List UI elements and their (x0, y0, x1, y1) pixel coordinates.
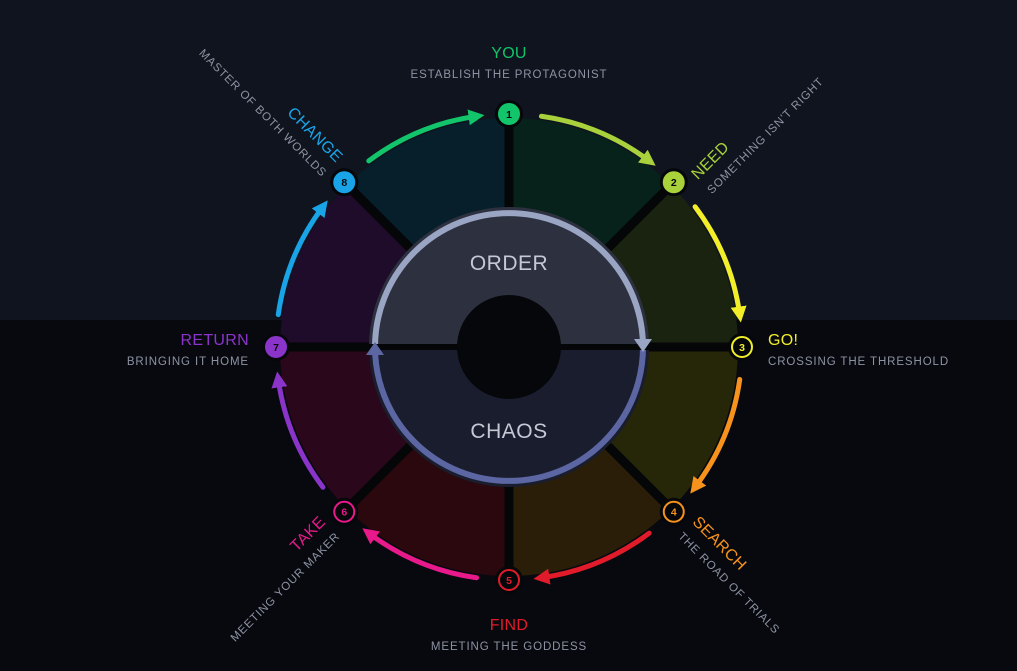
node-circle (333, 171, 356, 194)
step-node-5: 5 (495, 566, 523, 594)
node-number: 6 (341, 507, 347, 519)
node-circle (498, 103, 520, 125)
step-node-2: 2 (659, 168, 688, 197)
step-subtitle: BRINGING IT HOME (127, 356, 249, 368)
arrow-8-to-1 (366, 109, 485, 164)
node-number: 4 (671, 507, 677, 519)
order-ring-arrow-icon (634, 339, 652, 352)
chaos-ring-arrow-icon (366, 342, 384, 355)
node-circle (662, 171, 685, 194)
step-label-7: RETURN BRINGING IT HOME (127, 332, 249, 368)
step-node-8: 8 (330, 168, 359, 197)
node-circle (265, 336, 287, 358)
node-number: 1 (506, 109, 512, 121)
step-subtitle: MEETING YOUR MAKER (229, 531, 343, 645)
arrow-5-to-6 (362, 528, 480, 581)
arrow-6-to-7 (271, 371, 326, 490)
node-number: 3 (739, 342, 745, 354)
arrow-3-to-4 (690, 376, 743, 494)
node-number: 2 (671, 177, 677, 189)
node-number: 7 (273, 342, 279, 354)
node-group: 1 2 3 4 5 6 7 8 (262, 100, 756, 594)
arrow-7-to-8 (275, 200, 328, 318)
step-title: FIND (490, 617, 529, 634)
center-hole (457, 295, 561, 399)
node-circle (731, 336, 753, 358)
arrow-4-to-5 (533, 530, 652, 585)
order-half (369, 207, 649, 347)
step-node-6: 6 (330, 497, 359, 526)
step-node-1: 1 (495, 100, 523, 128)
node-circle (662, 500, 685, 523)
step-title: RETURN (181, 332, 249, 349)
node-number: 8 (341, 177, 347, 189)
arrow-2-to-3 (692, 204, 747, 323)
step-subtitle: CROSSING THE THRESHOLD (768, 356, 949, 368)
chaos-half (369, 347, 649, 487)
order-ring (372, 210, 646, 348)
step-node-3: 3 (728, 333, 756, 361)
order-label: ORDER (470, 252, 548, 275)
step-node-4: 4 (659, 497, 688, 526)
arc-group (271, 109, 747, 585)
step-title: YOU (491, 45, 527, 62)
arrow-1-to-2 (538, 113, 656, 166)
step-label-5: FIND MEETING THE GODDESS (431, 617, 587, 653)
step-label-1: YOU ESTABLISH THE PROTAGONIST (411, 45, 608, 81)
step-node-7: 7 (262, 333, 290, 361)
node-number: 5 (506, 575, 512, 587)
core-group: ORDER CHAOS (366, 207, 652, 487)
step-subtitle: MEETING THE GODDESS (431, 641, 587, 653)
chaos-ring (372, 346, 646, 484)
step-label-3: GO! CROSSING THE THRESHOLD (768, 332, 949, 368)
node-circle (333, 500, 356, 523)
step-subtitle: ESTABLISH THE PROTAGONIST (411, 69, 608, 81)
step-title: GO! (768, 332, 798, 349)
chaos-label: CHAOS (470, 420, 547, 443)
node-circle (498, 569, 520, 591)
